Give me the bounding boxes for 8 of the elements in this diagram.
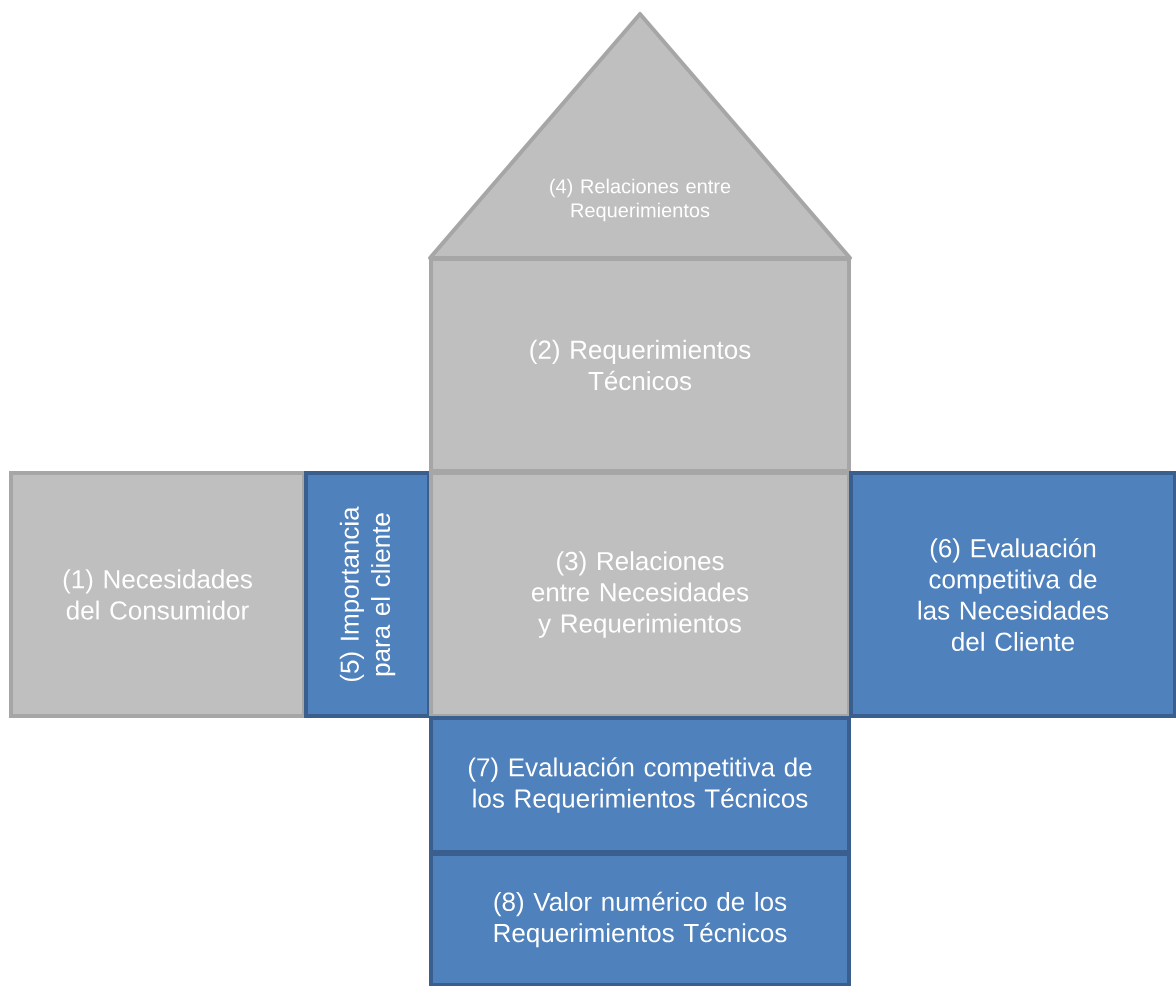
section-box: (5) Importancia para el cliente xyxy=(304,471,431,718)
section-box: (1) Necesidades del Consumidor xyxy=(9,471,306,718)
section-box: (7) Evaluación competitiva de los Requerimientos Técnicos xyxy=(429,716,851,854)
section-box: (2) Requerimientos Técnicos xyxy=(429,257,851,473)
section-box: (8) Valor numérico de los Requerimientos Técnicos xyxy=(429,852,851,986)
section-box: (3) Relaciones entre Necesidades y Requerimientos xyxy=(429,471,851,718)
section-box: (6) Evaluación competitiva de las Necesidades del Cliente xyxy=(849,471,1176,718)
roof-triangle: (4) Relaciones entre Requerimientos xyxy=(428,12,852,260)
